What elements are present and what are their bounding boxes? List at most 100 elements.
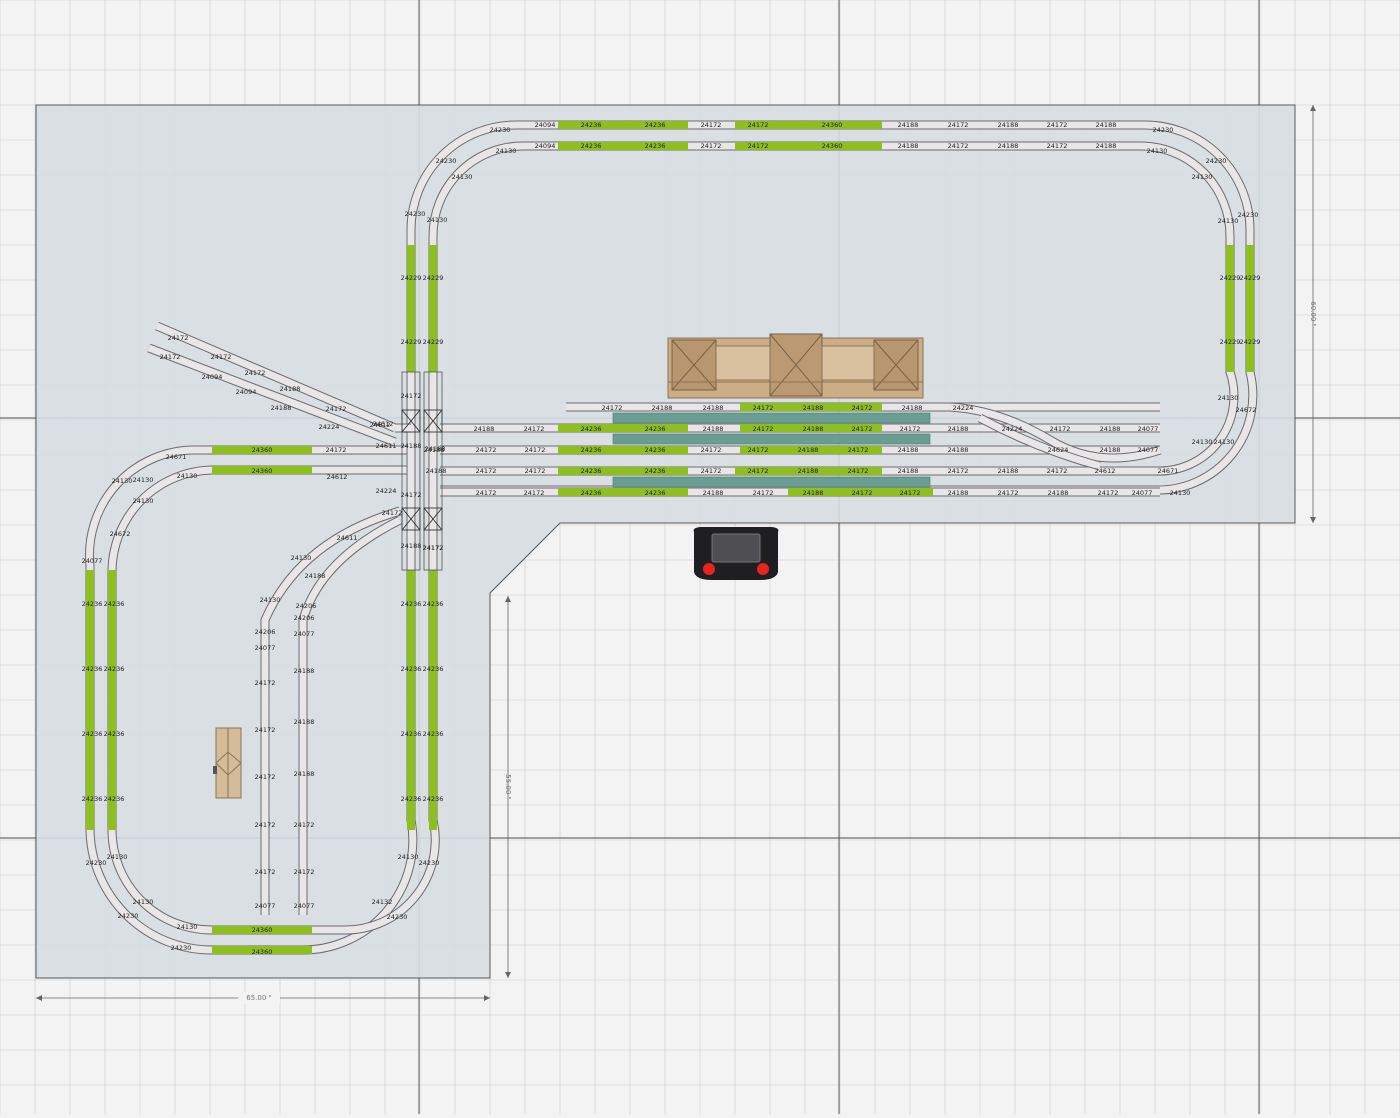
track-label: 24172 bbox=[211, 353, 232, 361]
track-label: 24612 bbox=[327, 473, 348, 481]
track-label: 24172 bbox=[524, 489, 545, 497]
dimension-height-lower-label: 55.00 " bbox=[504, 774, 512, 799]
track-label: 24130 bbox=[177, 472, 198, 480]
track-label: 24172 bbox=[476, 489, 497, 497]
dimension-width: 65.00 " bbox=[36, 992, 490, 1004]
track-label: 24094 bbox=[535, 142, 556, 150]
track-label: 24172 bbox=[748, 121, 769, 129]
track-label: 24077 bbox=[1132, 489, 1153, 497]
track-label: 24130 bbox=[133, 898, 154, 906]
track-label: 24130 bbox=[1192, 438, 1213, 446]
main-loop-outer-bed bbox=[407, 121, 1257, 494]
track-label: 24172 bbox=[948, 142, 969, 150]
track-label: 24130 bbox=[107, 853, 128, 861]
track-label: 24130 bbox=[398, 853, 419, 861]
track-label: 24236 bbox=[645, 425, 666, 433]
track-label: 24172 bbox=[1047, 121, 1068, 129]
track-label: 24230 bbox=[405, 210, 426, 218]
track-label: 24172 bbox=[753, 489, 774, 497]
track-label: 24236 bbox=[581, 121, 602, 129]
track-label: 24612 bbox=[1095, 467, 1116, 475]
track-label: 24172 bbox=[998, 489, 1019, 497]
station-platform[interactable] bbox=[612, 412, 931, 424]
main-loop-inner-bed bbox=[429, 142, 1238, 475]
track-label: 24172 bbox=[1098, 489, 1119, 497]
track-label: 24188 bbox=[294, 667, 315, 675]
track-label: 24672 bbox=[110, 530, 131, 538]
track-label: 24360 bbox=[252, 948, 273, 956]
crossover-right-2-bed bbox=[978, 414, 1101, 470]
track-label: 24188 bbox=[898, 142, 919, 150]
track-label: 24172 bbox=[382, 509, 403, 517]
track-label: 24172 bbox=[255, 773, 276, 781]
track-label: 24188 bbox=[803, 489, 824, 497]
track-label: 24172 bbox=[255, 726, 276, 734]
signal-cabin[interactable] bbox=[213, 727, 242, 799]
controller-device[interactable] bbox=[693, 527, 779, 580]
diagonal-spur-1-bed bbox=[155, 322, 397, 432]
track-label: 24172 bbox=[948, 121, 969, 129]
track-label: 24229 bbox=[1220, 274, 1241, 282]
track-label: 24172 bbox=[900, 489, 921, 497]
track-label: 24360 bbox=[252, 926, 273, 934]
track-label: 24224 bbox=[953, 404, 974, 412]
crossing-frame-outer bbox=[401, 371, 421, 571]
track-label: 24188 bbox=[998, 121, 1019, 129]
track-label: 24077 bbox=[1138, 446, 1159, 454]
track-label: 24172 bbox=[168, 334, 189, 342]
controller-right-button[interactable] bbox=[757, 563, 769, 575]
track-label: 24230 bbox=[419, 859, 440, 867]
track-label: 24229 bbox=[401, 274, 422, 282]
track-label: 24360 bbox=[822, 121, 843, 129]
track-label: 24188 bbox=[898, 446, 919, 454]
station-building[interactable] bbox=[667, 333, 924, 399]
track-label: 24230 bbox=[490, 126, 511, 134]
track-label: 24236 bbox=[645, 467, 666, 475]
track-label: 24188 bbox=[1048, 489, 1069, 497]
track-label: 24188 bbox=[1096, 142, 1117, 150]
track-label: 24130 bbox=[496, 147, 517, 155]
track-label: 24172 bbox=[602, 404, 623, 412]
track-label: 24188 bbox=[902, 404, 923, 412]
track-label: 24188 bbox=[280, 385, 301, 393]
track-label: 24172 bbox=[748, 467, 769, 475]
track-label: 24188 bbox=[1096, 121, 1117, 129]
track-label: 24360 bbox=[822, 142, 843, 150]
track-label: 24172 bbox=[848, 446, 869, 454]
dimension-height-lower: 55.00 " bbox=[504, 596, 512, 978]
track-label: 24188 bbox=[998, 467, 1019, 475]
station-platform[interactable] bbox=[612, 433, 931, 445]
track-label: 24360 bbox=[252, 467, 273, 475]
track-label: 24236 bbox=[401, 665, 422, 673]
track-label: 24172 bbox=[852, 489, 873, 497]
track-label: 24188 bbox=[703, 425, 724, 433]
track-label: 24229 bbox=[401, 338, 422, 346]
track-label: 24230 bbox=[436, 157, 457, 165]
siding-right-bed bbox=[299, 516, 402, 915]
track-label: 24132 bbox=[372, 898, 393, 906]
track-label: 24188 bbox=[426, 467, 447, 475]
track-label: 24236 bbox=[104, 730, 125, 738]
station-platform[interactable] bbox=[612, 476, 931, 488]
track-label: 24130 bbox=[1147, 147, 1168, 155]
track-label: 24188 bbox=[425, 445, 446, 453]
track-label: 24172 bbox=[423, 544, 444, 552]
controller-left-button[interactable] bbox=[703, 563, 715, 575]
track-label: 24172 bbox=[948, 467, 969, 475]
track-label: 24172 bbox=[852, 404, 873, 412]
track-label: 24188 bbox=[1100, 425, 1121, 433]
track-label: 24236 bbox=[581, 467, 602, 475]
track-label: 24172 bbox=[401, 491, 422, 499]
track-label: 24172 bbox=[255, 821, 276, 829]
track-label: 24236 bbox=[581, 425, 602, 433]
crossing-switch-x bbox=[423, 409, 443, 433]
track-label: 24224 bbox=[376, 487, 397, 495]
controller-screen bbox=[711, 533, 761, 563]
track-label: 24172 bbox=[476, 467, 497, 475]
track-label: 24130 bbox=[427, 216, 448, 224]
track-label: 24229 bbox=[423, 274, 444, 282]
track-label: 24172 bbox=[848, 467, 869, 475]
track-label: 24188 bbox=[703, 404, 724, 412]
